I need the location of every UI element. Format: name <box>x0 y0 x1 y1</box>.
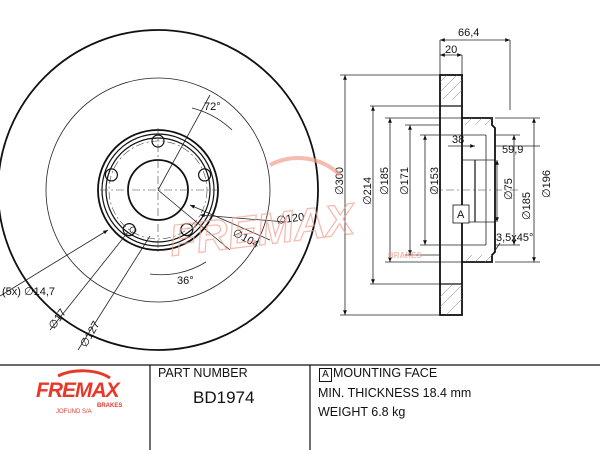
logo-text: FREMAX <box>36 379 120 402</box>
disc-outer-edge <box>0 29 319 351</box>
dim-pcd: ∅120 <box>276 211 305 227</box>
dim-196: ∅196 <box>541 170 553 198</box>
leader-bore <box>189 204 271 241</box>
chamfer-leader <box>493 242 501 253</box>
section-view: 66,4 20 <box>334 27 553 316</box>
info-panel-frame <box>0 364 600 450</box>
logo-swoosh <box>57 369 111 380</box>
bolt-hole <box>122 223 136 237</box>
bolt-hole <box>198 168 212 182</box>
angle-arc-36 <box>149 261 207 276</box>
logo-foot: JOFUND S/A <box>56 409 92 415</box>
logo-sub: BRAKES <box>97 403 123 409</box>
dim-75: ∅75 <box>503 178 515 200</box>
front-view: 72° 36° (5x) ∅14,7 ∅120 ∅104 ∅17 ∅127 <box>0 29 319 351</box>
dim-214: ∅214 <box>362 177 374 205</box>
leader-hole-a <box>49 231 129 331</box>
dim-153: ∅153 <box>429 167 441 195</box>
locating-hole <box>129 226 137 234</box>
face-marker-box <box>452 204 470 224</box>
dim-total-height: 66,4 <box>458 27 479 39</box>
bolt-hole <box>180 223 194 237</box>
dim-angle-bottom: 36° <box>177 275 194 287</box>
part-number: BD1974 <box>193 388 255 407</box>
braking-ring-inner <box>45 77 271 303</box>
part-number-label: PART NUMBER <box>158 366 248 380</box>
diameter-dimensions <box>340 74 540 316</box>
weight: WEIGHT 6.8 kg <box>318 405 406 419</box>
leader-pcd <box>199 213 287 223</box>
leader-bolt-hole <box>0 229 109 297</box>
hatching <box>439 74 493 316</box>
dim-angle-top: 72° <box>204 101 221 113</box>
face-marker: A <box>457 209 465 221</box>
angle-arc-72 <box>191 107 233 131</box>
min-thickness: MIN. THICKNESS 18.4 mm <box>318 386 472 400</box>
dim-flange: 20 <box>445 44 457 56</box>
section-outline <box>439 74 496 316</box>
dim-chamfer: 3,5x45° <box>496 232 533 244</box>
dim-bolt-hole: (5x) ∅14,7 <box>2 286 55 298</box>
brand-logo: FREMAX BRAKES JOFUND S/A <box>0 365 150 450</box>
dim-185-right: ∅185 <box>521 192 533 220</box>
bolt-hole <box>104 168 119 182</box>
dim-185-left: ∅185 <box>379 167 391 195</box>
dim-hub-depth: 38 <box>452 134 464 146</box>
dim-171: ∅171 <box>399 167 411 195</box>
mounting-face-label: MOUNTING FACE <box>333 366 438 380</box>
angle-ray-36 <box>157 189 231 251</box>
watermark-swoosh <box>269 156 342 177</box>
leader-hole-b <box>77 235 151 351</box>
mounting-face-marker: A <box>319 368 332 382</box>
braking-ring-section <box>439 74 463 316</box>
watermark-text: FREMAX <box>167 194 360 266</box>
dim-hole-b: ∅127 <box>78 319 102 349</box>
watermark-sub: BRAKES <box>388 251 422 260</box>
dim-hat-depth: 59,9 <box>502 144 523 156</box>
